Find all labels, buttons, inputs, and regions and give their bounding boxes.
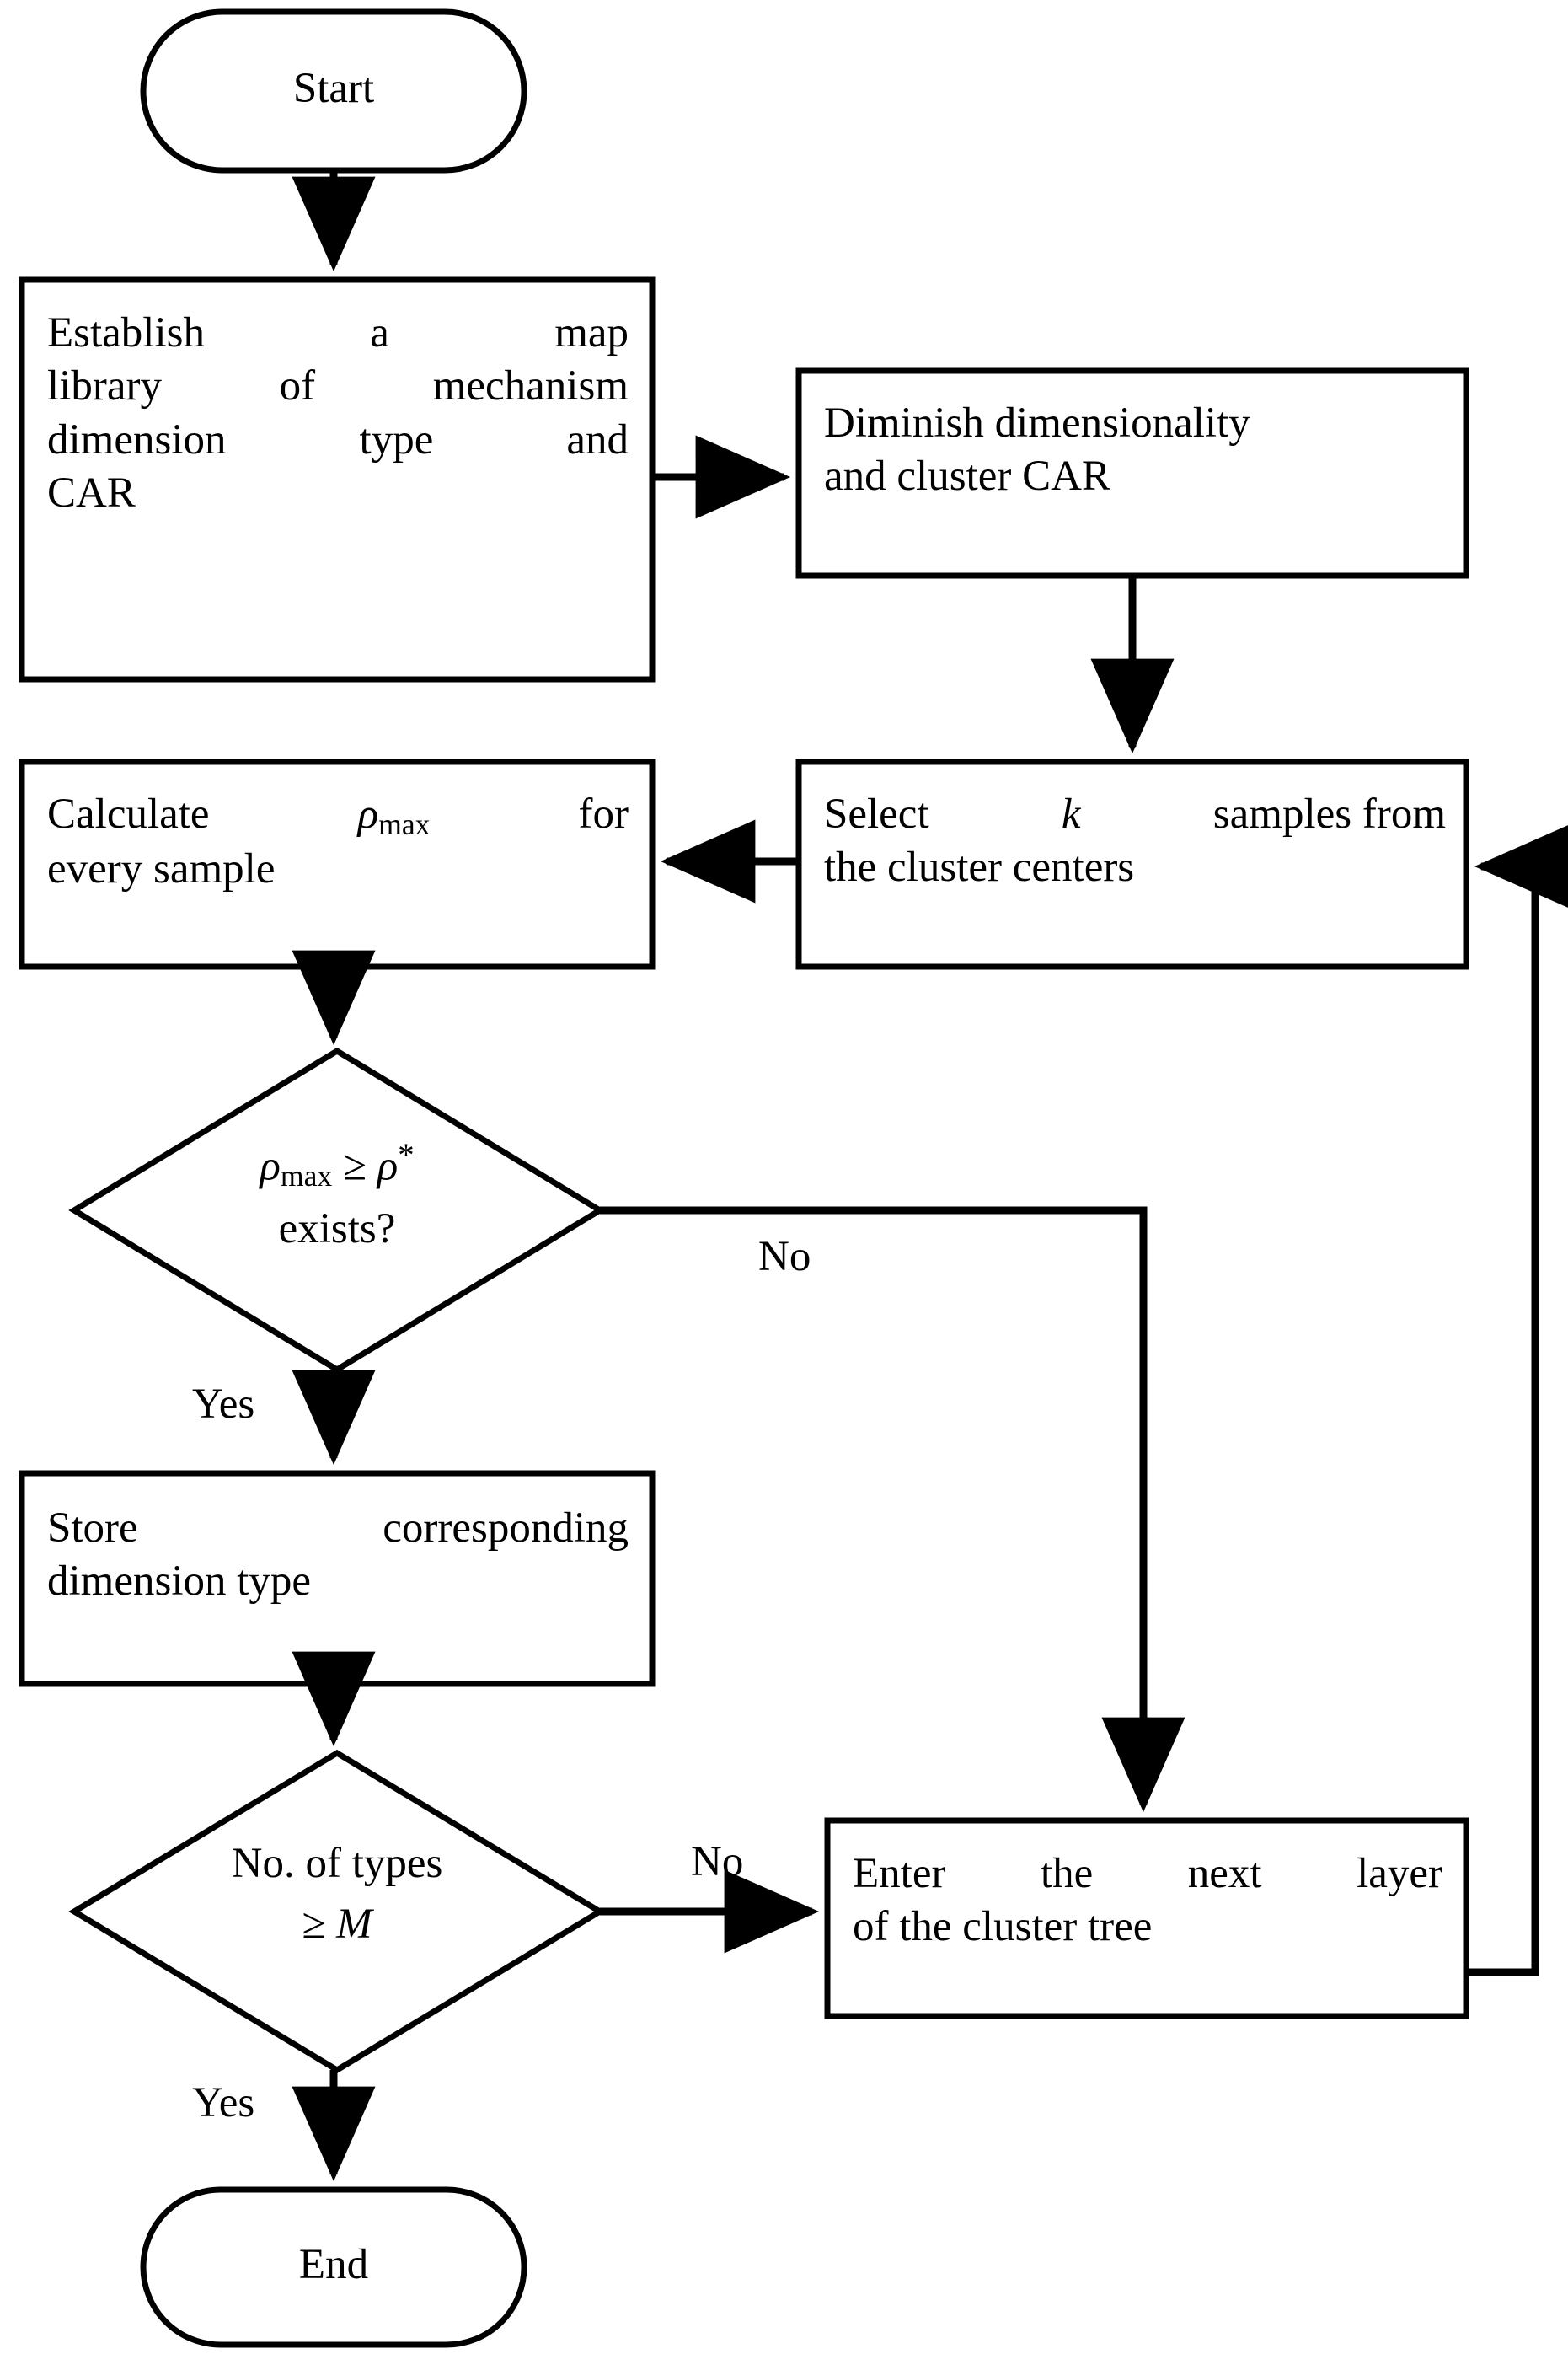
edge-label-types-yes: Yes xyxy=(192,2079,255,2126)
select-word-suffix: samples from xyxy=(1212,791,1446,838)
node-decision-types-label: No. of types ≥ M xyxy=(126,1833,548,1955)
calculate-word-suffix: for xyxy=(578,791,629,838)
edge-enter-next-loop-back xyxy=(1466,824,1568,1976)
decision-rho-line2: exists? xyxy=(278,1204,396,1252)
select-word-prefix: Select xyxy=(824,791,929,838)
node-calculate-shape xyxy=(19,759,656,970)
node-enter-next-label: Enter the next layer of the cluster tree xyxy=(853,1850,1442,1951)
node-decision-rho-label: ρmax ≥ ρ* exists? xyxy=(126,1132,548,1261)
node-diminish-label: Diminish dimensionality and cluster CAR xyxy=(824,399,1250,501)
node-establish-label: Establish a map library of mechanism dim… xyxy=(47,309,629,517)
node-select-shape xyxy=(795,759,1469,970)
node-select-label: Select k samples from the cluster center… xyxy=(824,788,1446,895)
edge-label-rho-yes: Yes xyxy=(192,1381,255,1428)
select-line2: the cluster centers xyxy=(824,844,1135,892)
calculate-line2: every sample xyxy=(47,845,276,893)
edge-label-rho-no: No xyxy=(758,1233,811,1280)
node-start-label: Start xyxy=(292,65,375,112)
node-end-shape xyxy=(140,2186,527,2348)
node-diminish-shape xyxy=(795,367,1469,579)
edge-decision-rho-no xyxy=(600,1206,1185,1813)
decision-types-line2: ≥ M xyxy=(302,1901,372,1949)
select-var-k: k xyxy=(1061,791,1081,838)
edge-label-types-no: No xyxy=(691,1838,744,1885)
node-end-label: End xyxy=(298,2241,369,2288)
calculate-rho-max: ρmax xyxy=(357,791,431,841)
decision-types-line1: No. of types xyxy=(231,1840,443,1887)
node-enter-next-shape xyxy=(824,1817,1469,2019)
calculate-word-prefix: Calculate xyxy=(47,791,210,838)
node-store-label: Store corresponding dimension type xyxy=(47,1504,629,1606)
node-store-shape xyxy=(19,1470,656,1687)
decision-rho-expression: ρmax ≥ ρ* xyxy=(260,1137,415,1193)
node-calculate-label: Calculate ρmax for every sample xyxy=(47,788,629,897)
node-establish-shape xyxy=(19,276,656,683)
